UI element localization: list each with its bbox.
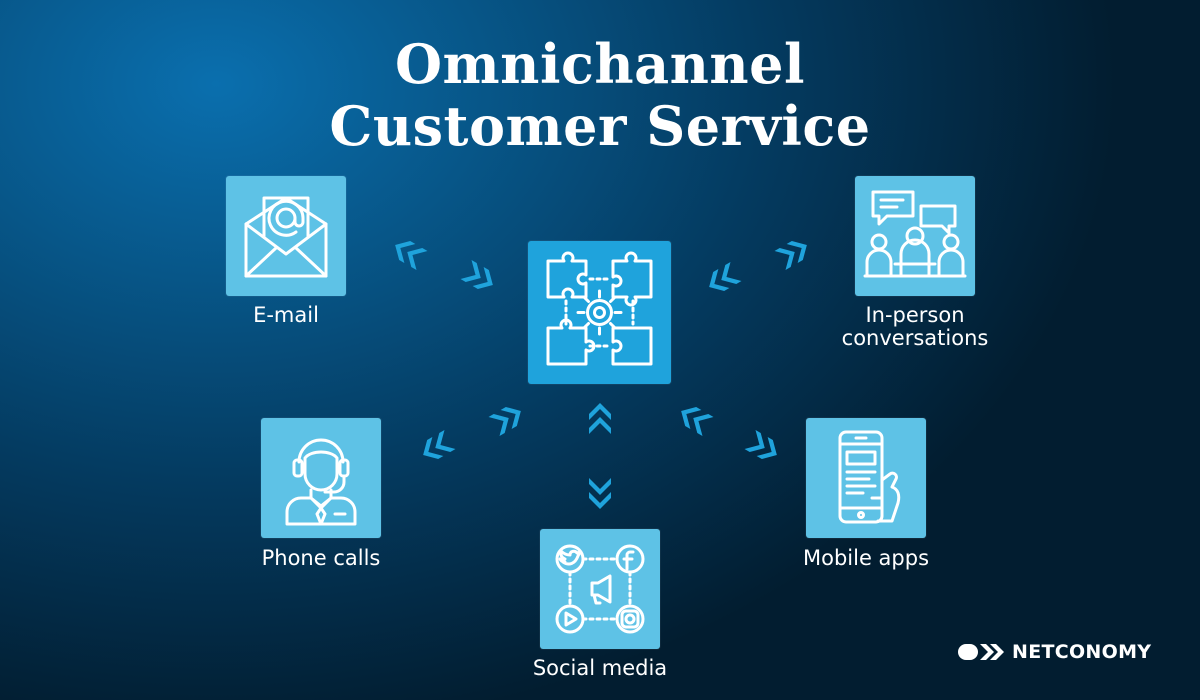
arrow-from-mobile — [672, 396, 718, 442]
envelope-at-icon — [244, 196, 328, 278]
arrow-from-in-person — [700, 256, 746, 302]
brand-logo: NETCONOMY — [958, 638, 1151, 666]
title-line-1: Omnichannel — [395, 32, 805, 96]
arrow-from-social — [577, 396, 623, 442]
double-chevron-icon — [423, 429, 456, 460]
netconomy-logo-icon — [958, 644, 1004, 660]
phone-calls-label: Phone calls — [261, 546, 381, 570]
in-person-label-line-1: In-person — [865, 303, 965, 327]
arrow-to-in-person — [770, 230, 816, 276]
hub-tile — [528, 241, 671, 384]
in-person-label-line-2: conversations — [841, 326, 989, 350]
title-line-2: Customer Service — [329, 94, 871, 158]
phone-hand-icon — [838, 430, 901, 524]
social-media-label: Social media — [532, 656, 668, 680]
chat-people-icon — [863, 190, 967, 278]
headset-agent-icon — [285, 438, 357, 526]
arrow-from-phone — [484, 396, 530, 442]
social-media-tile — [540, 529, 660, 649]
double-chevron-icon — [681, 406, 714, 437]
double-chevron-icon — [744, 429, 777, 460]
phone-calls-tile — [261, 418, 381, 538]
arrow-to-email — [386, 230, 432, 276]
double-chevron-icon — [589, 403, 611, 434]
arrow-to-phone — [414, 424, 460, 470]
double-chevron-icon — [774, 240, 807, 271]
double-chevron-icon — [589, 478, 611, 509]
arrow-to-mobile — [740, 424, 786, 470]
double-chevron-icon — [709, 261, 742, 292]
double-chevron-icon — [395, 240, 428, 271]
brand-name: NETCONOMY — [1012, 641, 1152, 663]
puzzle-gear-icon — [546, 251, 653, 366]
in-person-tile — [855, 176, 975, 296]
mobile-apps-label: Mobile apps — [802, 546, 930, 570]
email-label: E-mail — [253, 303, 319, 327]
social-media-icon — [555, 544, 645, 634]
arrow-from-email — [456, 254, 502, 300]
double-chevron-icon — [488, 406, 521, 437]
double-chevron-icon — [460, 259, 493, 290]
mobile-apps-tile — [806, 418, 926, 538]
email-tile — [226, 176, 346, 296]
arrow-to-social — [577, 470, 623, 516]
